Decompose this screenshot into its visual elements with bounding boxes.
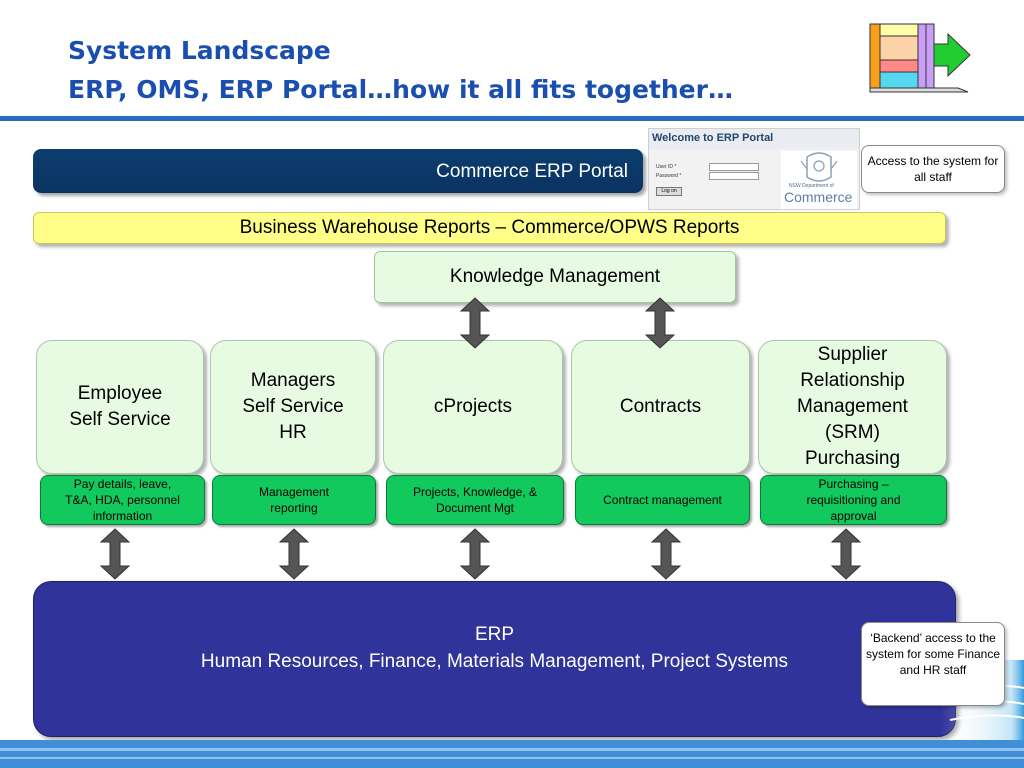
knowledge-management-box: Knowledge Management <box>374 251 736 303</box>
login-heading: Welcome to ERP Portal <box>649 129 859 149</box>
erp-box: ERP Human Resources, Finance, Materials … <box>33 581 956 737</box>
double-arrow-icon <box>279 528 309 580</box>
double-arrow-icon <box>460 297 490 349</box>
module-contracts: Contracts <box>571 340 750 474</box>
erp-title: ERP <box>474 624 515 645</box>
portal-access-callout: Access to the system for all staff <box>861 145 1005 193</box>
user-id-field <box>709 163 759 171</box>
nsw-crest-icon <box>800 152 838 182</box>
module-cprojects: cProjects <box>383 340 563 474</box>
nsw-crest-panel <box>781 151 857 209</box>
module-srm-purchasing: Supplier Relationship Management (SRM) P… <box>758 340 947 474</box>
module-employee-self-service: Employee Self Service <box>36 340 204 474</box>
password-label: Password * <box>656 173 682 179</box>
blocks-arrow-logo-icon <box>869 23 971 93</box>
department-label: NSW Department of <box>789 183 834 189</box>
user-id-label: User ID * <box>656 164 677 170</box>
erp-box-overlay <box>33 581 956 737</box>
module-description-cprojects: Projects, Knowledge, & Document Mgt <box>386 475 564 525</box>
double-arrow-icon <box>651 528 681 580</box>
backend-access-callout: ‘Backend’ access to the system for some … <box>861 622 1005 706</box>
module-description-managers: Management reporting <box>212 475 376 525</box>
commerce-brand: Commerce <box>784 189 853 205</box>
double-arrow-icon <box>460 528 490 580</box>
double-arrow-icon <box>831 528 861 580</box>
business-warehouse-bar: Business Warehouse Reports – Commerce/OP… <box>33 212 946 244</box>
commerce-erp-portal-bar: Commerce ERP Portal <box>33 149 643 193</box>
slide-title: System Landscape <box>68 36 331 65</box>
erp-portal-login-screenshot: Welcome to ERP Portal User ID * Password… <box>648 128 860 210</box>
erp-components: Human Resources, Finance, Materials Mana… <box>200 651 789 672</box>
double-arrow-icon <box>645 297 675 349</box>
module-description-srm: Purchasing – requisitioning and approval <box>760 475 947 525</box>
log-on-button: Log on <box>656 187 682 196</box>
header-divider <box>0 116 1024 121</box>
double-arrow-icon <box>100 528 130 580</box>
slide-subtitle: ERP, OMS, ERP Portal…how it all fits tog… <box>68 75 733 104</box>
module-managers-self-service: Managers Self Service HR <box>210 340 376 474</box>
module-description-contracts: Contract management <box>575 475 750 525</box>
portal-label: Commerce ERP Portal <box>436 161 628 182</box>
module-description-employee: Pay details, leave, T&A, HDA, personnel … <box>40 475 205 525</box>
password-field <box>709 172 759 180</box>
